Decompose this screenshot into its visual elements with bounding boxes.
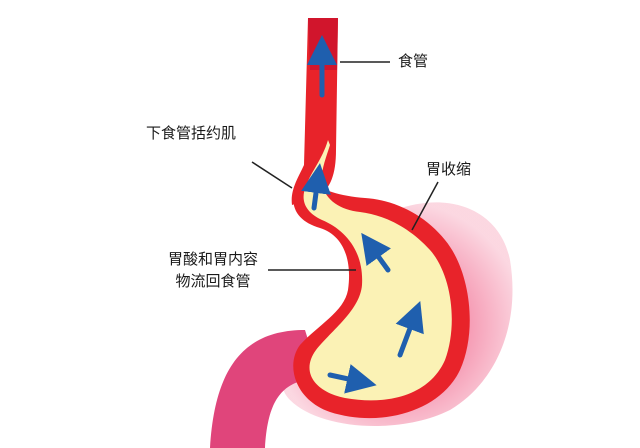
label-reflux: 胃酸和胃内容 物流回食管 xyxy=(158,248,268,292)
stomach-contents xyxy=(303,140,452,401)
leader-stomach-contraction xyxy=(411,181,439,231)
leader-lines xyxy=(251,61,439,271)
reflux-arrow-icon xyxy=(301,163,331,211)
label-reflux-line1: 胃酸和胃内容 xyxy=(167,250,258,268)
reflux-arrows xyxy=(301,35,424,394)
leader-les xyxy=(251,161,293,189)
reflux-arrow-icon xyxy=(327,364,377,394)
label-reflux-line2: 物流回食管 xyxy=(175,272,251,290)
label-les: 下食管括约肌 xyxy=(146,124,237,142)
label-esophagus: 食管 xyxy=(398,52,429,70)
reflux-arrow-icon xyxy=(361,232,391,273)
reflux-arrow-icon xyxy=(395,300,424,358)
duodenum xyxy=(210,330,320,448)
label-stomach-contraction: 胃收缩 xyxy=(426,160,472,178)
